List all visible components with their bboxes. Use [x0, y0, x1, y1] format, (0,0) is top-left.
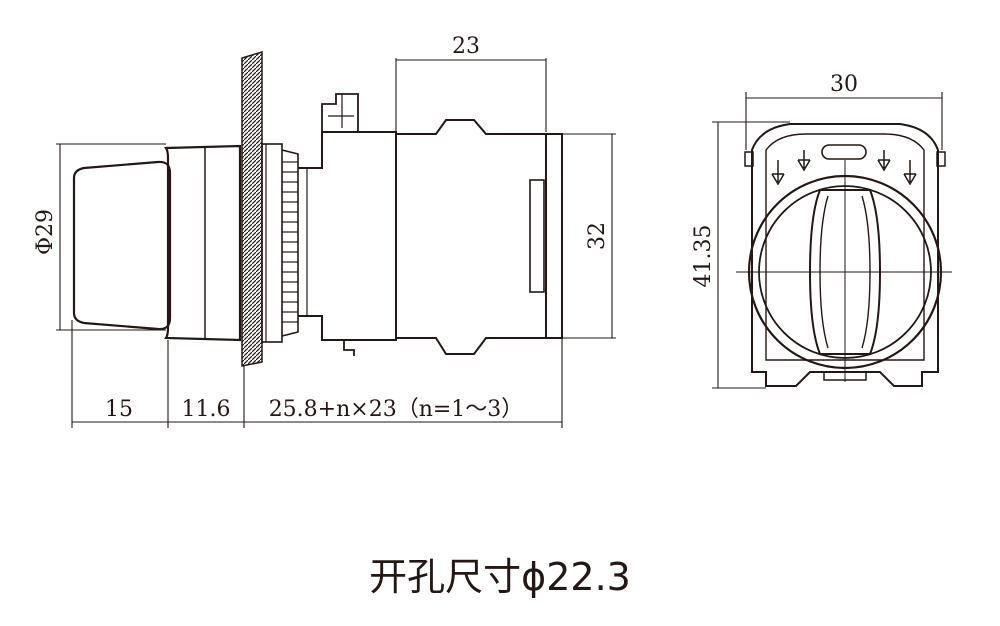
direction-arrows: [771, 150, 917, 186]
mounting-nut: [261, 143, 283, 343]
side-dimensions: [56, 58, 616, 428]
front-dimensions: [712, 92, 943, 389]
caption-cutout-size: 开孔尺寸ϕ22.3: [369, 555, 631, 599]
side-view: [72, 50, 563, 367]
mounting-panel: [241, 50, 263, 367]
dim-front-height: 41.35: [691, 225, 716, 288]
dim-bottom-c: 25.8+n×23（n=1～3）: [269, 397, 524, 422]
contact-end-plate: [545, 133, 563, 339]
selector-lever-front: [808, 189, 882, 355]
contact-block: [396, 119, 547, 355]
selector-knob: [72, 160, 172, 331]
indicator-slot: [821, 144, 867, 160]
dim-side-diameter: Φ29: [33, 209, 58, 255]
thread-ticks: [282, 161, 298, 323]
dim-side-top-width: 23: [452, 34, 480, 59]
housing-outline: [751, 123, 939, 387]
dim-bottom-a: 15: [105, 397, 133, 422]
dim-front-width: 30: [830, 72, 858, 97]
latch-clip: [321, 93, 359, 132]
adapter-body: [298, 131, 397, 341]
dim-side-height: 32: [585, 222, 610, 250]
bezel: [163, 144, 242, 342]
front-view: [736, 123, 952, 387]
dim-bottom-b: 11.6: [182, 397, 231, 422]
